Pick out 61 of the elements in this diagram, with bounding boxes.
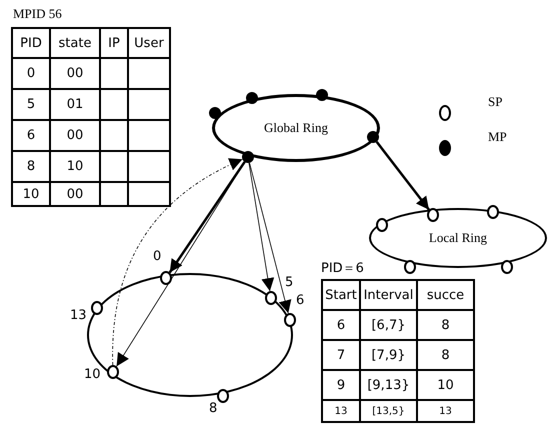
table-cell: 6 [12, 120, 50, 151]
arrow [168, 161, 246, 274]
table-cell: succe [417, 280, 474, 310]
table-cell: 00 [50, 120, 100, 151]
peer-dot [107, 365, 119, 379]
table-cell: 13 [322, 400, 360, 422]
table-cell: 00 [50, 58, 100, 89]
table-cell: 10 [417, 370, 474, 400]
master-peer-dot [246, 92, 258, 104]
master-peer-dot [316, 89, 328, 101]
legend-label: MP [488, 130, 507, 143]
arrow [376, 141, 430, 211]
table-cell: Start [322, 280, 360, 310]
peer-dot [284, 313, 296, 327]
node-number: 5 [285, 276, 294, 289]
arrow [249, 162, 292, 314]
master-peer-dot [367, 131, 379, 143]
master-peer-dot [209, 107, 221, 119]
table-cell: [7,9} [360, 340, 417, 370]
peer-dot [160, 271, 172, 285]
table-cell: 9 [322, 370, 360, 400]
table-cell: [9,13} [360, 370, 417, 400]
table-cell: state [50, 28, 100, 58]
table-cell: IP [100, 28, 128, 58]
table-cell: 8 [417, 340, 474, 370]
table-cell: 13 [417, 400, 474, 422]
table-cell: 10 [12, 182, 50, 206]
arrow [248, 162, 274, 292]
node-number: 10 [84, 368, 101, 381]
node-number: 0 [153, 250, 162, 263]
peer-dot [427, 208, 439, 222]
table-cell: Interval [360, 280, 417, 310]
table-cell: 5 [12, 89, 50, 120]
table-cell: 7 [322, 340, 360, 370]
legend-label: SP [488, 95, 502, 108]
table-cell: [6,7} [360, 310, 417, 340]
peer-dot [91, 301, 103, 315]
table-cell: [13,5} [360, 400, 417, 422]
table-cell: 8 [417, 310, 474, 340]
master-peer-dot [242, 151, 254, 163]
table-cell: 00 [50, 182, 100, 206]
ring-label: Global Ring [264, 120, 328, 136]
table-cell: 0 [12, 58, 50, 89]
ring-label: Local Ring [428, 230, 488, 246]
table-cell: 10 [50, 151, 100, 182]
table-cell: 8 [12, 151, 50, 182]
node-number: 6 [296, 294, 304, 307]
node-number: 8 [209, 402, 218, 415]
table-title: MPID 56 [13, 7, 62, 20]
table-cell: User [128, 28, 170, 58]
table-title: PID＝6 [321, 262, 364, 275]
table-cell: 01 [50, 89, 100, 120]
peer-dot [404, 260, 416, 274]
table-cell: PID [12, 28, 50, 58]
peer-dot [501, 260, 513, 274]
peer-dot [265, 291, 277, 305]
node-number: 13 [70, 309, 87, 322]
peer-dot [376, 218, 388, 232]
peer-dot [487, 205, 499, 219]
table-cell: 6 [322, 310, 360, 340]
peer-dot [217, 389, 229, 403]
